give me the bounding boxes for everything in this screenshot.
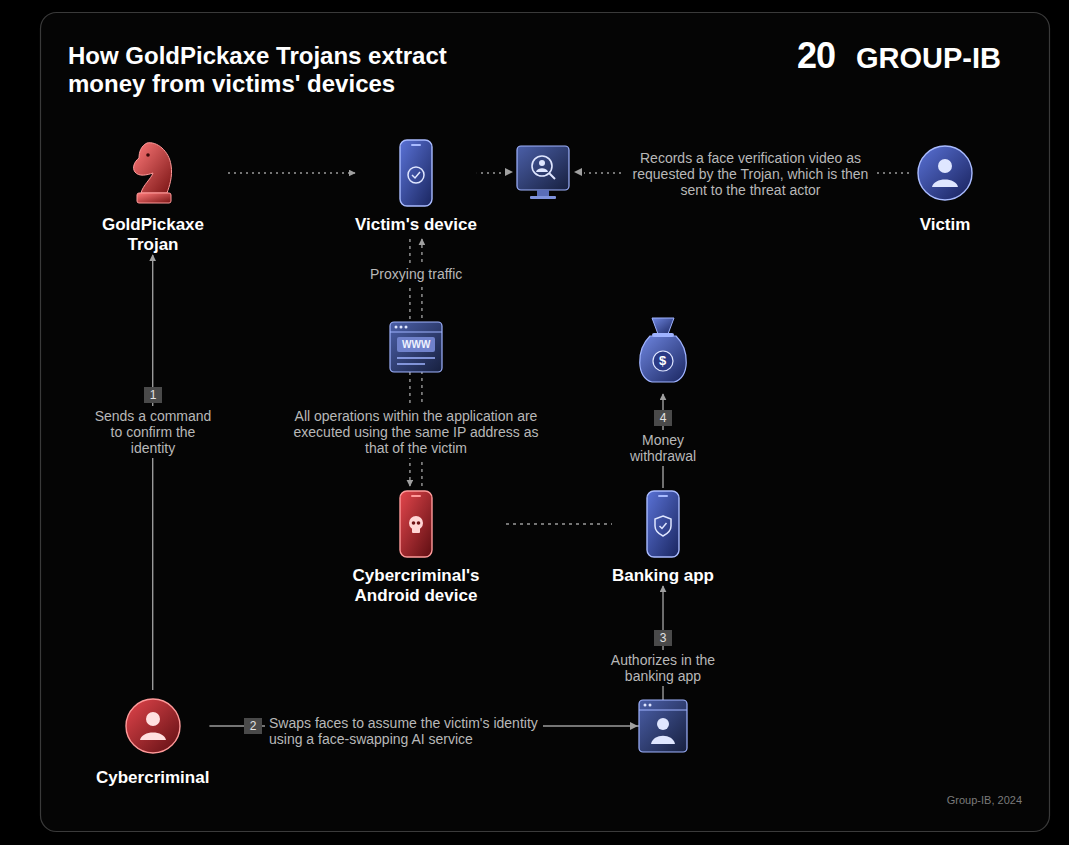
logo-text: GROUP-IB xyxy=(856,41,1001,75)
node-icon xyxy=(627,488,699,560)
trojan-horse-icon xyxy=(117,137,189,209)
node-icon xyxy=(117,137,189,209)
node-label: Victim's device xyxy=(355,215,477,235)
person-icon xyxy=(117,690,189,762)
icon-node: Cybercriminal xyxy=(96,690,209,788)
callout-number: 3 xyxy=(654,630,672,646)
step-label: Authorizes in the banking app xyxy=(599,650,727,686)
node-label: Victim xyxy=(920,215,971,235)
node-icon xyxy=(117,690,189,762)
connector-line xyxy=(209,586,663,726)
icon-text: WWW xyxy=(402,338,430,352)
callout-number: 4 xyxy=(654,410,672,426)
connector xyxy=(506,524,612,525)
icon-node: GoldPickaxe Trojan xyxy=(78,137,228,255)
callout-number: 1 xyxy=(144,387,162,403)
node-label: Banking app xyxy=(612,566,714,586)
connector xyxy=(152,255,153,690)
verification-monitor xyxy=(505,146,584,199)
note: All operations within the application ar… xyxy=(287,406,545,458)
icon-node: Victim's device xyxy=(355,137,477,235)
connector-line xyxy=(506,523,612,524)
diagram-title: How GoldPickaxe Trojans extract money fr… xyxy=(68,42,528,98)
edge-label: Swaps faces to assume the victim's ident… xyxy=(265,713,543,749)
edge-label: Sends a command to confirm the identity xyxy=(84,406,222,458)
icon-node: Cybercriminal's Android device xyxy=(326,488,506,606)
phone-icon xyxy=(627,488,699,560)
www-icon xyxy=(390,322,442,372)
callout-number: 2 xyxy=(244,718,262,734)
person-icon xyxy=(909,137,981,209)
step-label: Money withdrawal xyxy=(614,430,712,466)
phone-icon xyxy=(380,488,452,560)
icon-node: Victim xyxy=(909,137,981,235)
phone-icon xyxy=(380,137,452,209)
edge-label: Proxying traffic xyxy=(366,264,466,284)
node-icon xyxy=(909,137,981,209)
icon-node: Banking app xyxy=(612,488,714,586)
node-label: Cybercriminal xyxy=(96,768,209,788)
edge-label: Records a face verification video as req… xyxy=(624,148,877,200)
footer-note: Group-IB, 2024 xyxy=(947,794,1022,807)
connector-line xyxy=(152,255,153,690)
connector xyxy=(228,173,355,174)
connector xyxy=(209,586,663,726)
connector-line xyxy=(228,172,355,173)
icon-text: $ xyxy=(659,353,666,369)
node-label: GoldPickaxe Trojan xyxy=(78,215,228,255)
node-icon xyxy=(380,137,452,209)
panel-frame xyxy=(41,13,1050,832)
logo-mark: 20 xyxy=(797,36,835,76)
node-icon xyxy=(380,488,452,560)
node-label: Cybercriminal's Android device xyxy=(326,566,506,606)
face-swap-browser xyxy=(630,700,687,752)
